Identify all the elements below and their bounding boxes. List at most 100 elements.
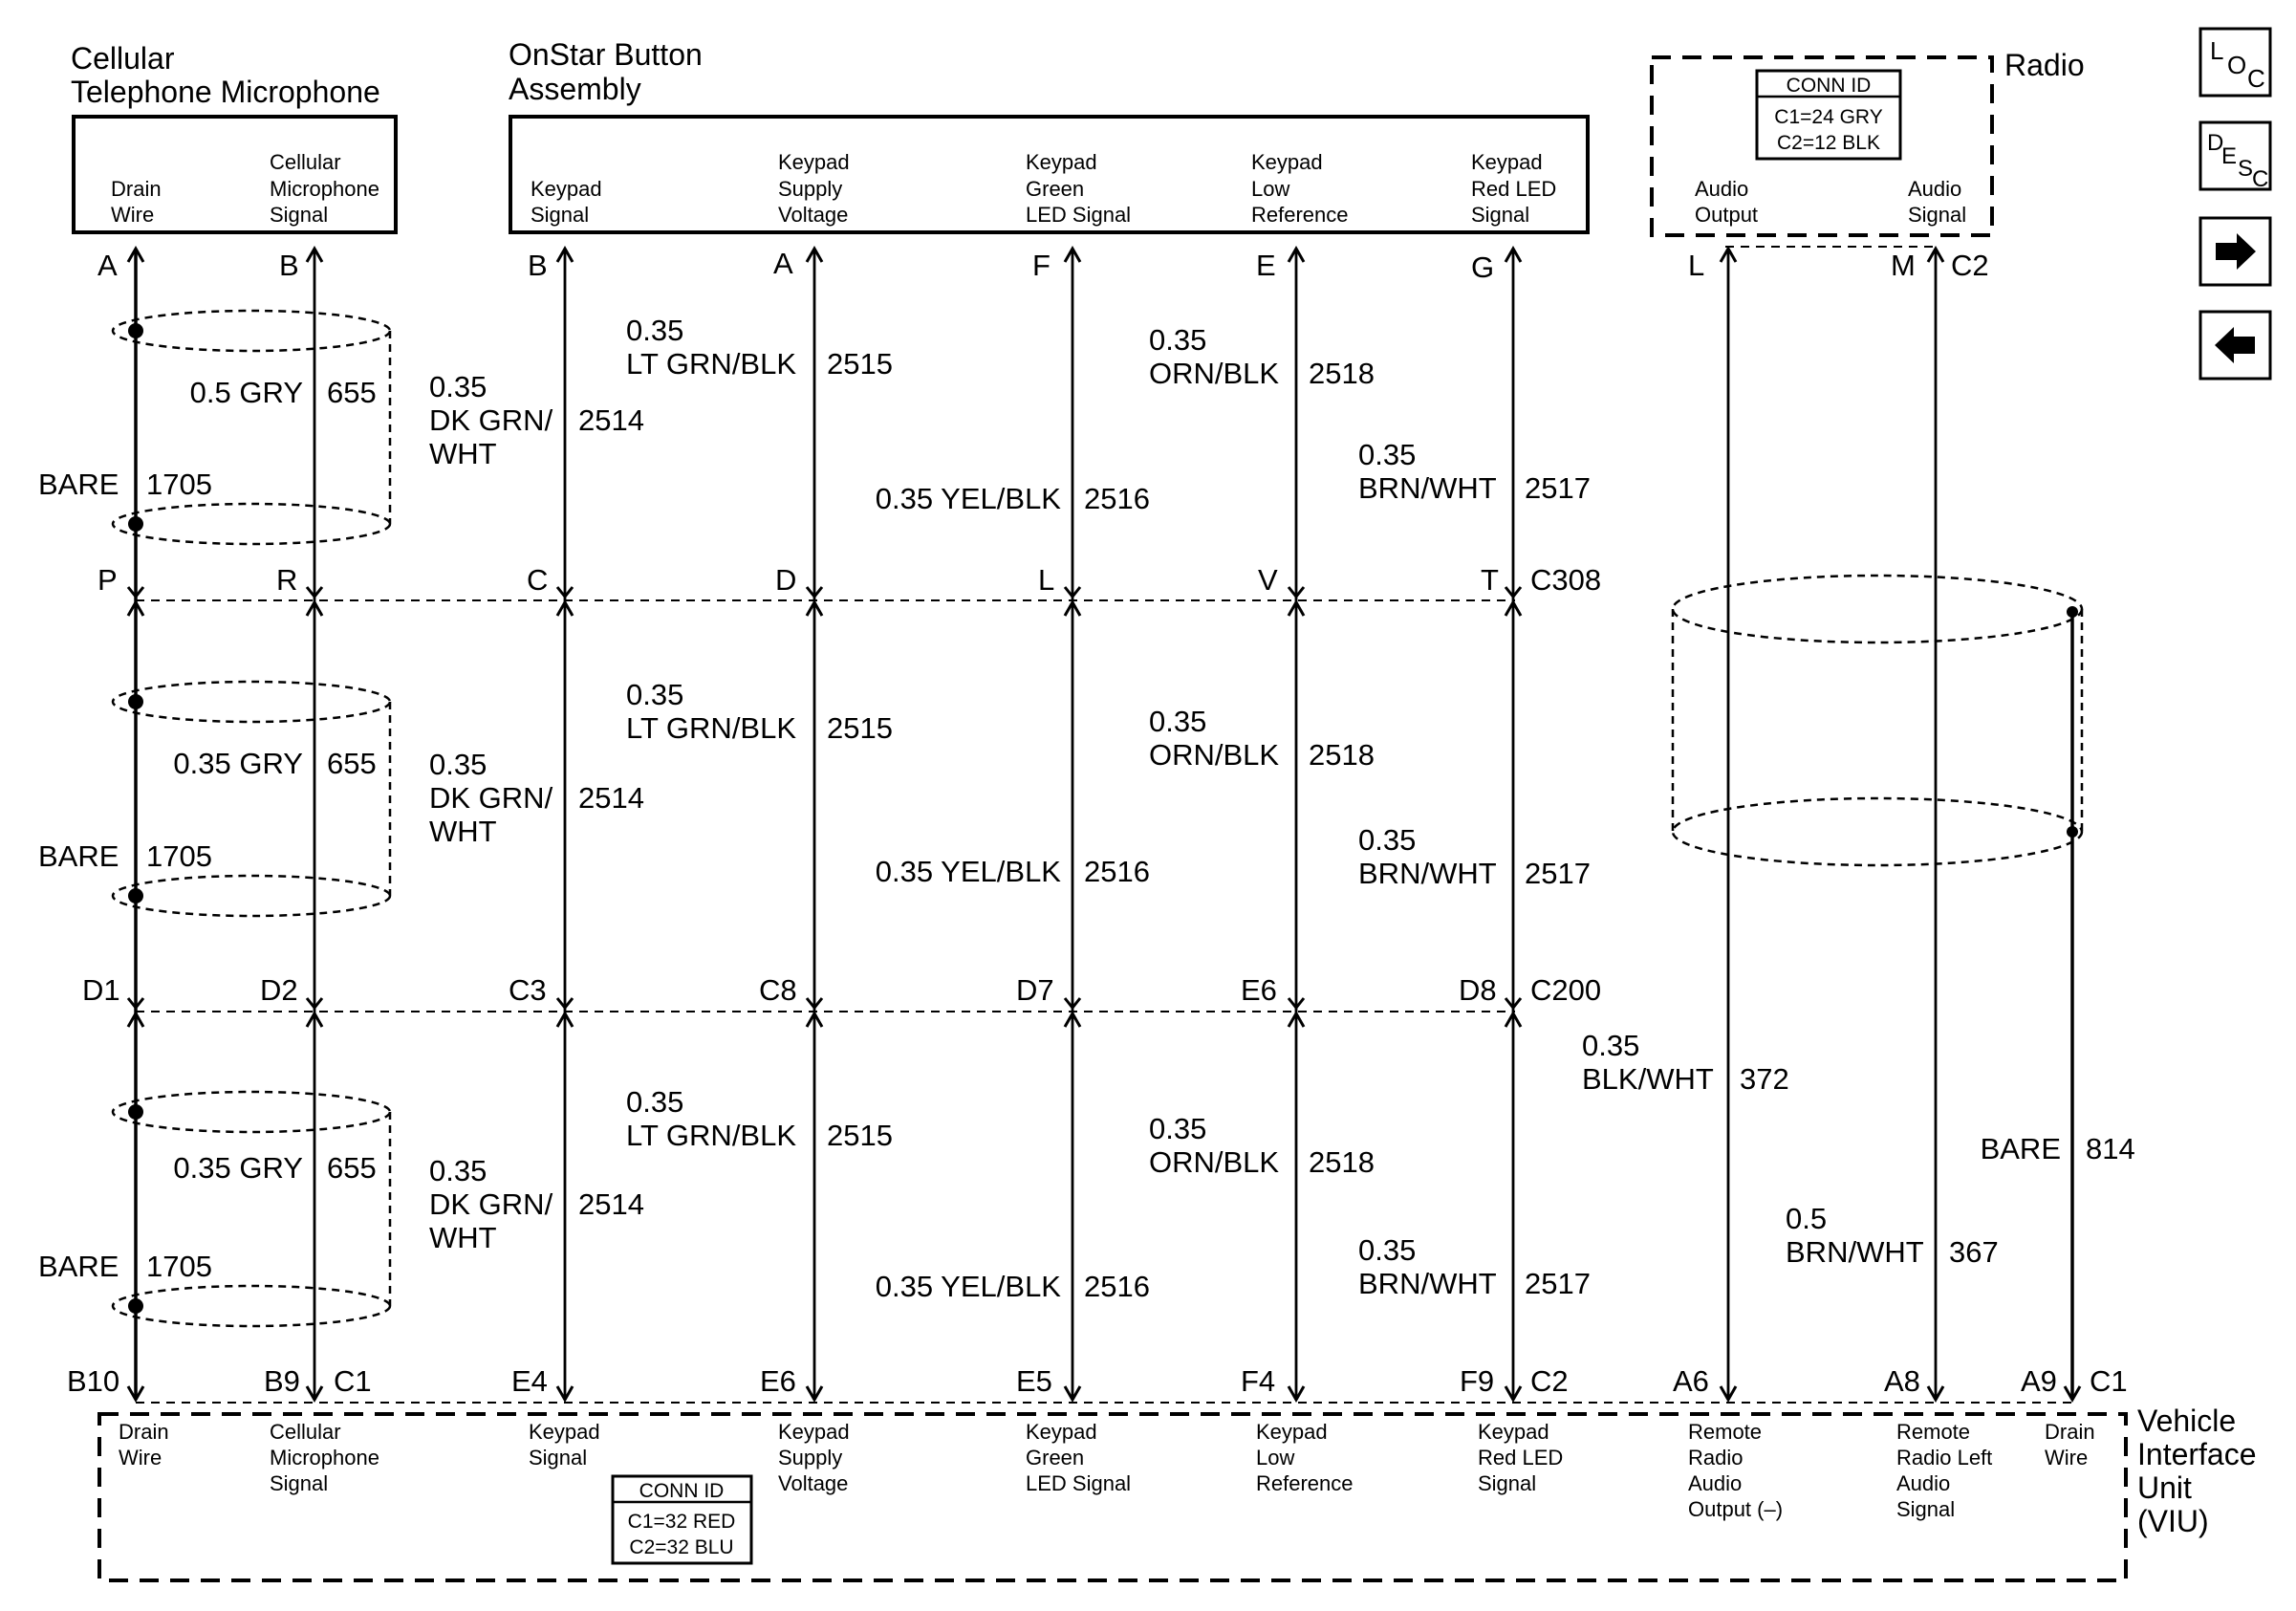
onstar-button-assembly: OnStar Button Assembly Keypad Signal Key… [509,37,1590,234]
viu-pin-label: Signal [1478,1471,1536,1495]
onstar-pin-label: Voltage [778,203,848,227]
onstar-pin-label: Keypad [1471,150,1543,174]
viu-connector-c1: C1 [334,1364,372,1398]
wire-color: ORN/BLK [1149,1145,1279,1179]
wire-color: 0.35 GRY [173,747,303,780]
cellular-microphone: Cellular Telephone Microphone Drain Wire… [71,41,398,234]
arrow-left-icon [2215,327,2255,363]
top-pin-labels: A B B A F E G L M C2 [97,247,1989,284]
pin-label: A [97,249,118,282]
viu-pin-label: LED Signal [1026,1471,1131,1495]
wire-color: 0.35 [1149,323,1206,357]
connector-name: C200 [1530,973,1601,1007]
c200-labels: D1 D2 C3 C8 D7 E6 D8 C200 [82,973,1601,1007]
viu-pin-label: Audio [1688,1471,1742,1495]
shield-drain-dots [128,323,2078,1314]
viu-pin-label: Cellular [270,1420,341,1444]
viu-pin-label: Signal [529,1446,587,1469]
viu-connector-c2: C2 [1530,1364,1569,1398]
wire-circuit: 2516 [1084,855,1150,888]
viu-pin-label: Drain [119,1420,169,1444]
shield-mic-seg3 [111,1090,392,1328]
wire-circuit: 2515 [827,711,893,745]
viu-conn-id-line: C2=32 BLU [629,1536,733,1558]
wire-circuit: 2515 [827,347,893,381]
wire-color: 0.35 [626,678,683,711]
wire-circuit: 2514 [578,781,644,815]
desc-char: C [2252,166,2268,192]
pin-label: E [1256,249,1276,282]
viu-pin-label: Drain [2045,1420,2095,1444]
wire-color: BRN/WHT [1358,471,1497,505]
c308-labels: P R C D L V T C308 [97,563,1601,597]
wire-circuit: 2515 [827,1119,893,1152]
onstar-pin-label: Reference [1251,203,1349,227]
description-button[interactable]: D E S C [2199,120,2272,192]
viu-pin-label: Voltage [778,1471,848,1495]
cell-mic-pin-label: Signal [270,203,328,227]
wire-color: 0.35 [1149,1112,1206,1145]
wire-circuit: 2514 [578,1187,644,1221]
wire-color: BARE [38,1250,119,1283]
wire-color: 0.5 GRY [190,376,303,409]
wire-color: BRN/WHT [1786,1235,1924,1269]
pin-label: B [279,249,299,282]
onstar-pin-label: Red LED [1471,177,1556,201]
cell-mic-title-line1: Cellular [71,41,175,76]
viu-pin-label: Microphone [270,1446,379,1469]
wire-circuit: 655 [327,376,377,409]
viu-pin-label: Keypad [1478,1420,1549,1444]
radio-pin-label: Output [1695,203,1758,227]
wire-labels-seg2: BARE 1705 0.35 GRY 655 0.35 DK GRN/ WHT … [38,678,1591,890]
wire-labels-seg3: BARE 1705 0.35 GRY 655 0.35 DK GRN/ WHT … [38,1085,1591,1303]
wire-labels-radio: 0.35 BLK/WHT 372 0.5 BRN/WHT 367 BARE 81… [1582,1029,2135,1269]
wire-circuit: 367 [1949,1235,1999,1269]
pin-label: A6 [1673,1364,1709,1398]
pin-label: T [1481,563,1499,597]
wire-color: 0.35 [1582,1029,1639,1062]
connector-lines [136,246,2074,1404]
previous-page-button[interactable] [2199,310,2272,381]
viu-conn-id-line: C1=32 RED [628,1511,736,1533]
loc-char: C [2247,64,2265,93]
wire-color: LT GRN/BLK [626,347,796,381]
wire-color: BARE [38,468,119,501]
onstar-pin-label: Signal [531,203,589,227]
pin-label: C8 [759,973,797,1007]
pin-label: E6 [760,1364,796,1398]
pin-label: D2 [260,973,298,1007]
next-page-button[interactable] [2199,216,2272,287]
cell-mic-pin-label: Cellular [270,150,341,174]
wire-labels-seg1: BARE 1705 0.5 GRY 655 0.35 DK GRN/ WHT 2… [38,314,1591,515]
connector-name: C308 [1530,563,1601,597]
pin-label: L [1688,249,1704,282]
cell-mic-pin-label: Microphone [270,177,379,201]
pin-label: D [775,563,796,597]
pin-label: M [1891,249,1916,282]
viu-pin-label: Radio Left [1896,1446,1992,1469]
viu-pin-label: Supply [778,1446,842,1469]
cell-mic-title-line2: Telephone Microphone [71,75,380,109]
wire-color: 0.35 [1358,1233,1416,1267]
wire-color: 0.35 [626,314,683,347]
viu-pin-label: Audio [1896,1471,1950,1495]
viu-pin-label: Remote [1688,1420,1762,1444]
wire-color: 0.35 YEL/BLK [876,855,1062,888]
viu-pin-label: Remote [1896,1420,1970,1444]
shield-mic-seg2 [111,680,392,918]
location-button[interactable]: L O C [2199,27,2272,98]
radio-connector-label: C2 [1951,249,1989,282]
pin-label: B9 [264,1364,300,1398]
arrow-right-icon [2216,233,2256,270]
onstar-pin-label: Supply [778,177,842,201]
radio-conn-id-line: C1=24 GRY [1774,106,1882,128]
shield-radio [1671,574,2084,867]
wire-color: BLK/WHT [1582,1062,1714,1096]
onstar-pin-label: Keypad [1026,150,1097,174]
pin-label: C3 [509,973,547,1007]
wire-circuit: 2516 [1084,482,1150,515]
pin-label: P [97,563,118,597]
onstar-pin-label: Keypad [1251,150,1323,174]
radio-pin-label: Audio [1908,177,1961,201]
radio: Radio CONN ID C1=24 GRY C2=12 BLK Audio … [1650,48,2085,237]
